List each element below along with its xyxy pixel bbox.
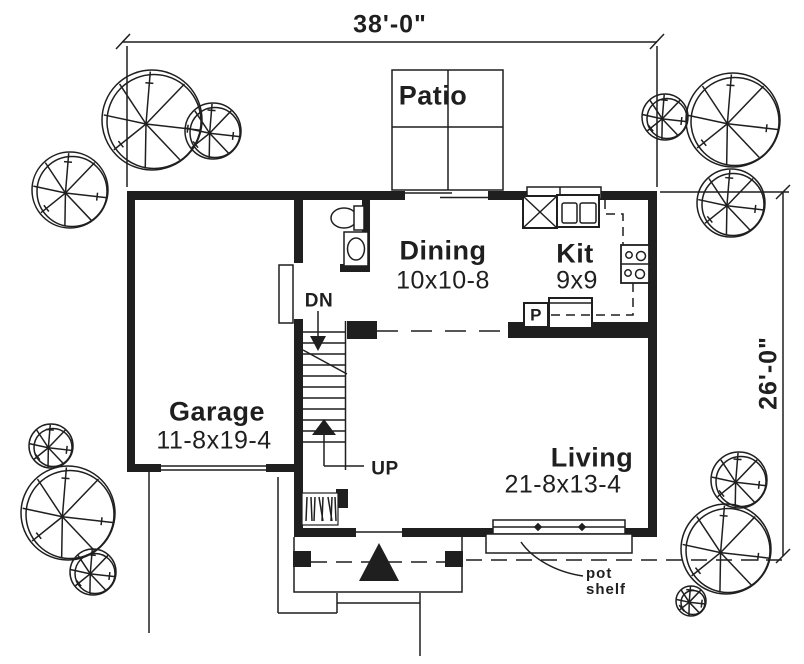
tree-symbol bbox=[20, 465, 116, 561]
driveway-lines bbox=[148, 472, 279, 633]
tree-symbol bbox=[184, 102, 242, 160]
living-size-label: 21-8x13-4 bbox=[504, 470, 622, 499]
dimension-lines bbox=[115, 33, 791, 564]
patio-label: Patio bbox=[398, 80, 468, 111]
windows-and-doors bbox=[160, 186, 626, 535]
tree-symbol bbox=[680, 503, 772, 595]
tree-symbol bbox=[101, 69, 203, 171]
tree-symbol bbox=[696, 168, 766, 238]
tree-symbol bbox=[69, 548, 117, 596]
tree-symbol bbox=[31, 151, 109, 229]
pot-shelf-leader bbox=[520, 541, 584, 577]
dining-size-label: 10x10-8 bbox=[396, 266, 490, 295]
kitchen-fixtures bbox=[522, 194, 650, 329]
kitchen-size-label: 9x9 bbox=[556, 266, 598, 295]
garage-label: Garage bbox=[168, 396, 266, 427]
living-label: Living bbox=[550, 442, 634, 473]
width-dimension-label: 38'-0" bbox=[353, 10, 427, 39]
pot-shelf bbox=[485, 533, 633, 577]
tree-symbol bbox=[675, 585, 707, 617]
stairs-up-label: UP bbox=[371, 458, 399, 480]
pot-shelf-label: pot shelf bbox=[586, 565, 627, 598]
patio-outline bbox=[391, 69, 504, 191]
tree-symbol bbox=[641, 93, 689, 141]
kitchen-label: Kit bbox=[556, 238, 594, 269]
tree-symbol bbox=[710, 451, 768, 509]
entry-porch bbox=[148, 472, 788, 656]
garage-size-label: 11-8x19-4 bbox=[156, 426, 272, 455]
bathroom-fixtures bbox=[330, 205, 369, 267]
dining-label: Dining bbox=[399, 235, 487, 266]
stairs-down-label: DN bbox=[304, 290, 334, 312]
entry-closet bbox=[301, 492, 339, 526]
front-door-marker bbox=[359, 543, 399, 581]
tree-symbol bbox=[685, 72, 781, 168]
tree-symbol bbox=[28, 423, 74, 469]
depth-dimension-label: 26'-0" bbox=[754, 336, 783, 410]
stairs bbox=[302, 311, 364, 470]
pantry-label: P bbox=[530, 305, 542, 325]
